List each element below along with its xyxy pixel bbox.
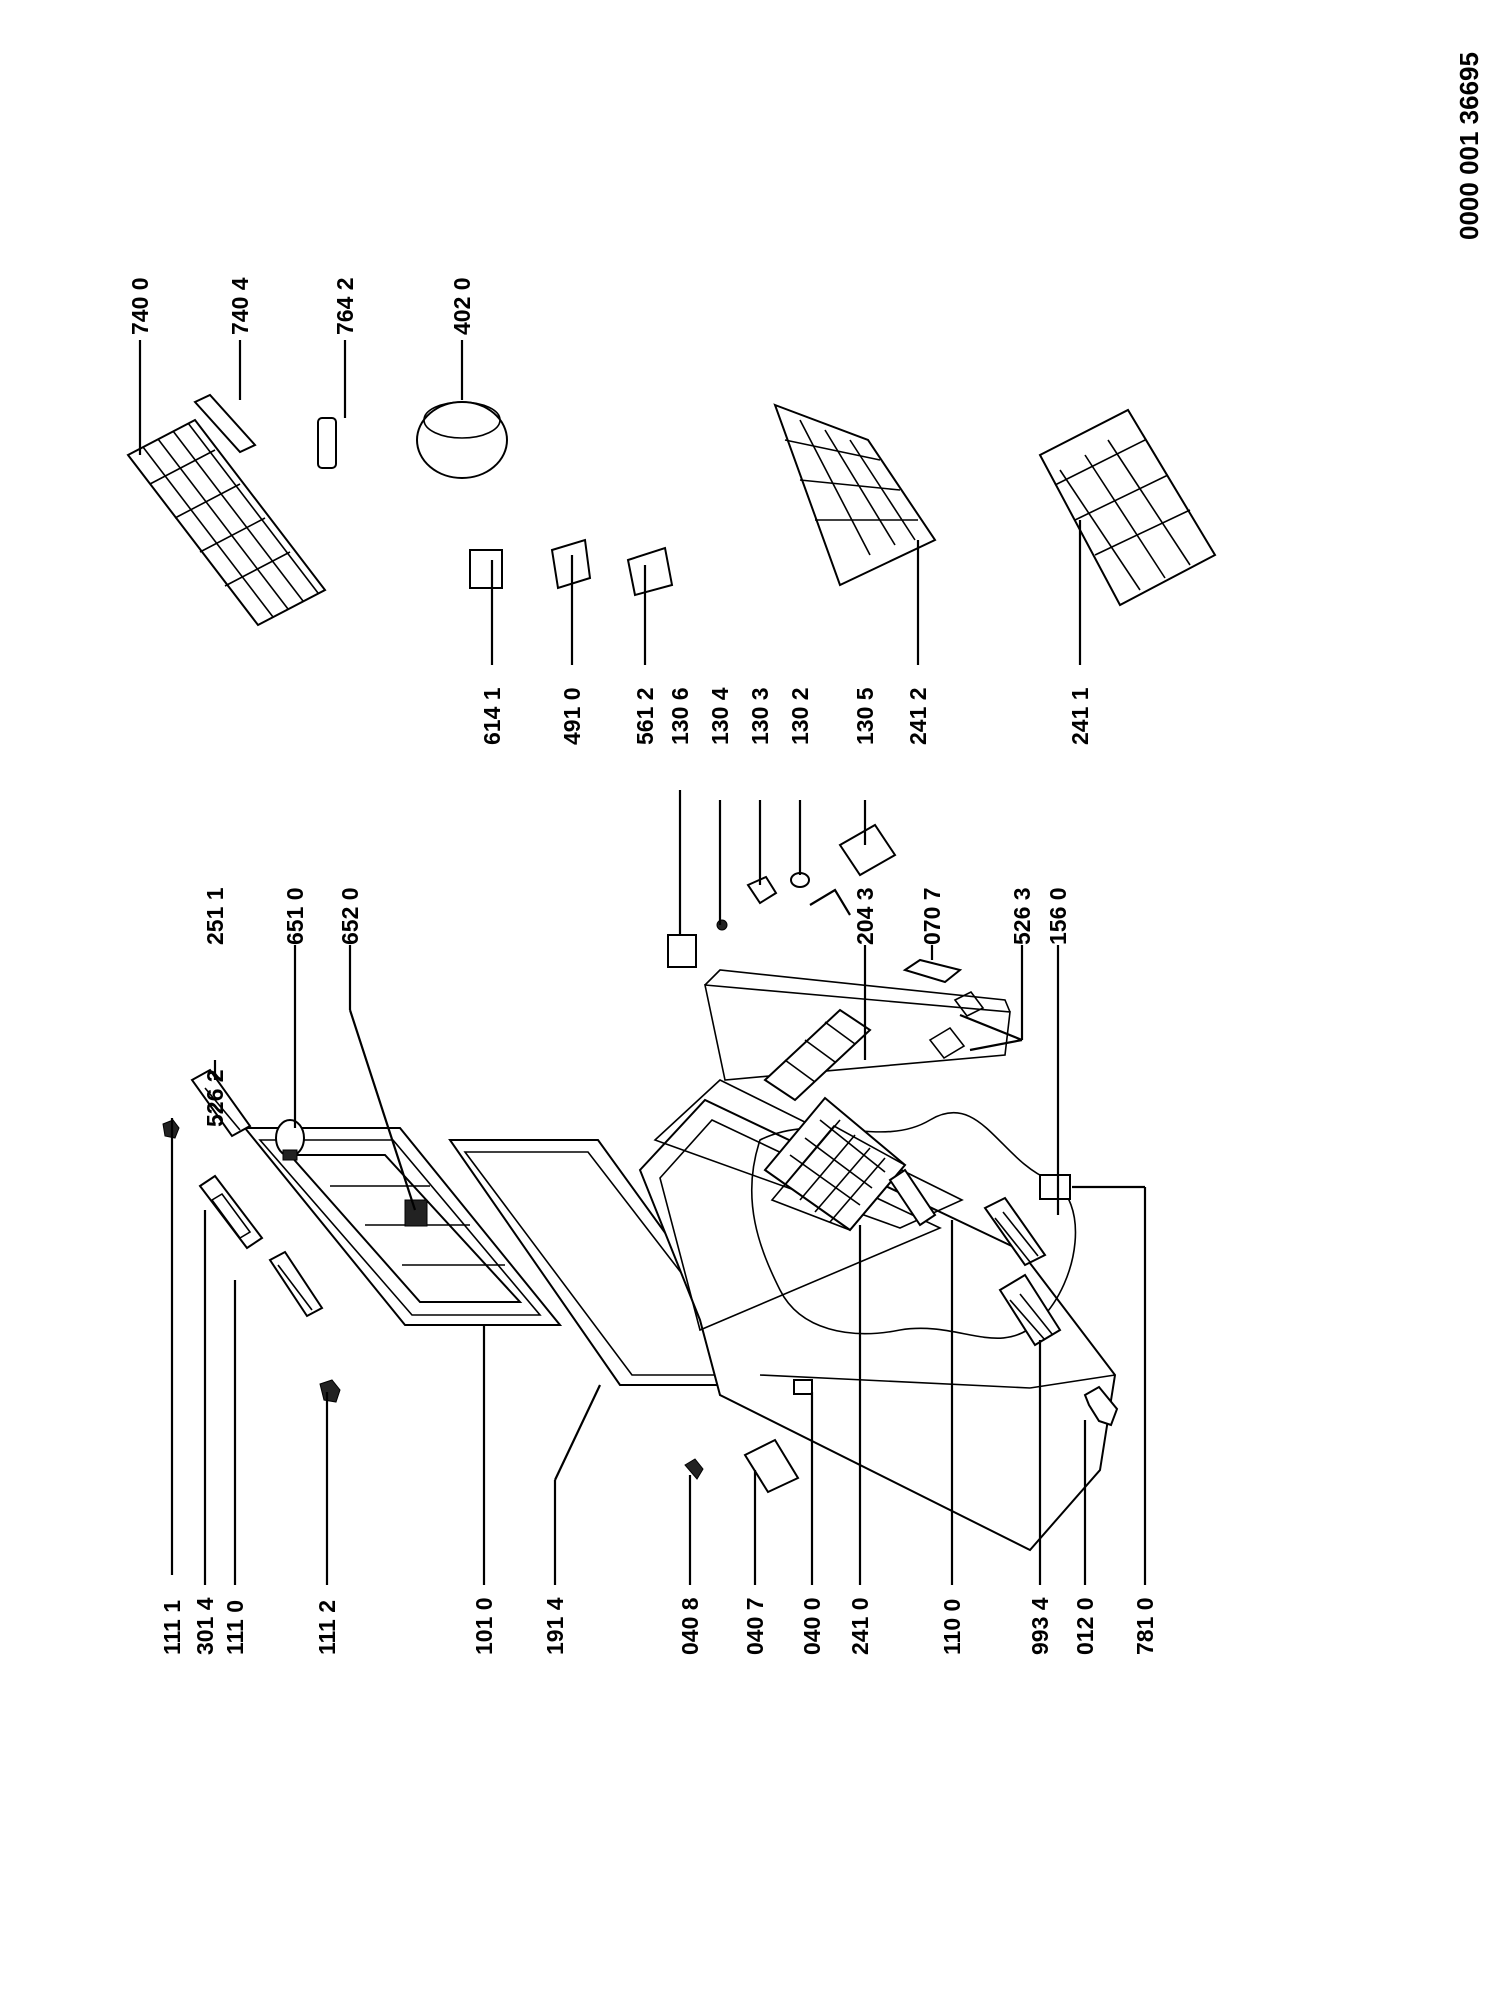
evaporator-basket-241-0 bbox=[763, 1096, 907, 1232]
callout-110-0: 110 0 bbox=[939, 1599, 965, 1655]
compressor-402-0 bbox=[416, 401, 508, 479]
callout-614-1: 614 1 bbox=[479, 687, 505, 745]
callout-764-2: 764 2 bbox=[332, 277, 358, 335]
callout-204-3: 204 3 bbox=[852, 887, 878, 945]
light-switch-070-7 bbox=[902, 958, 963, 984]
callout-040-7: 040 7 bbox=[742, 1597, 768, 1655]
leader-lines bbox=[138, 340, 1147, 1585]
wiring-harness-526-3 bbox=[928, 990, 985, 1060]
callout-241-2: 241 2 bbox=[905, 687, 931, 745]
terminal-561-2 bbox=[626, 546, 674, 597]
relay-614-1 bbox=[469, 549, 503, 589]
relay-130-6 bbox=[667, 934, 697, 968]
callout-130-3: 130 3 bbox=[747, 687, 773, 745]
callout-561-2: 561 2 bbox=[632, 687, 658, 745]
callout-130-6: 130 6 bbox=[667, 687, 693, 745]
capacitor-130-2 bbox=[790, 872, 851, 916]
callout-101-0: 101 0 bbox=[471, 1597, 497, 1655]
callout-526-2: 526 2 bbox=[202, 1069, 228, 1127]
callout-130-5: 130 5 bbox=[852, 687, 878, 745]
bracket-130-5 bbox=[838, 823, 897, 877]
clip-130-3 bbox=[746, 875, 778, 905]
callout-012-0: 012 0 bbox=[1072, 1597, 1098, 1655]
basket-241-2 bbox=[773, 403, 937, 587]
callout-070-7: 070 7 bbox=[919, 887, 945, 945]
callout-491-0: 491 0 bbox=[559, 687, 585, 745]
callout-651-0: 651 0 bbox=[282, 887, 308, 945]
lid-101-0 bbox=[242, 1127, 563, 1326]
grille-526-3 bbox=[983, 1196, 1047, 1267]
callout-130-2: 130 2 bbox=[787, 687, 813, 745]
drier-740-4 bbox=[193, 393, 257, 454]
callout-111-1: 111 1 bbox=[159, 1600, 185, 1655]
clip-040-8 bbox=[684, 1458, 704, 1480]
plate-781-0 bbox=[1039, 1174, 1071, 1200]
callout-241-0: 241 0 bbox=[847, 1597, 873, 1655]
thermostat-110-0 bbox=[888, 1168, 937, 1227]
handle-111-0 bbox=[268, 1250, 324, 1318]
cabinet-body bbox=[638, 969, 1117, 1552]
callout-130-4: 130 4 bbox=[707, 687, 733, 745]
callout-251-1: 251 1 bbox=[202, 887, 228, 945]
callout-111-0: 111 0 bbox=[222, 1600, 248, 1655]
inner-shelf bbox=[763, 1008, 872, 1102]
callout-402-0: 402 0 bbox=[449, 277, 475, 335]
callout-301-4: 301 4 bbox=[192, 1597, 218, 1655]
callout-156-0: 156 0 bbox=[1045, 887, 1071, 945]
handle-cover-301-4 bbox=[198, 1174, 264, 1250]
callout-740-4: 740 4 bbox=[227, 277, 253, 335]
condenser-740-0 bbox=[126, 418, 327, 627]
callout-111-2: 111 2 bbox=[314, 1600, 340, 1655]
callout-740-0: 740 0 bbox=[127, 277, 153, 335]
foot-040-0 bbox=[793, 1379, 813, 1395]
callout-241-1: 241 1 bbox=[1067, 687, 1093, 745]
callout-040-8: 040 8 bbox=[677, 1597, 703, 1655]
callout-526-3: 526 3 bbox=[1009, 887, 1035, 945]
callout-191-4: 191 4 bbox=[542, 1597, 568, 1655]
filter-764-2 bbox=[317, 417, 337, 469]
callout-993-4: 993 4 bbox=[1027, 1597, 1053, 1655]
document-number: 0000 001 36695 bbox=[1454, 52, 1484, 240]
screw-130-4 bbox=[716, 919, 728, 931]
bracket-040-7 bbox=[743, 1438, 800, 1494]
callout-652-0: 652 0 bbox=[337, 887, 363, 945]
callout-781-0: 781 0 bbox=[1132, 1597, 1158, 1655]
hinge-bracket-012-0 bbox=[1083, 1385, 1119, 1427]
callout-040-0: 040 0 bbox=[799, 1597, 825, 1655]
control-panel-993-4 bbox=[998, 1273, 1062, 1347]
display-panel-251-1 bbox=[190, 1068, 252, 1138]
basket-241-1 bbox=[1038, 408, 1217, 607]
lamp-651-0 bbox=[275, 1119, 305, 1161]
hinge-111-2 bbox=[319, 1379, 341, 1403]
